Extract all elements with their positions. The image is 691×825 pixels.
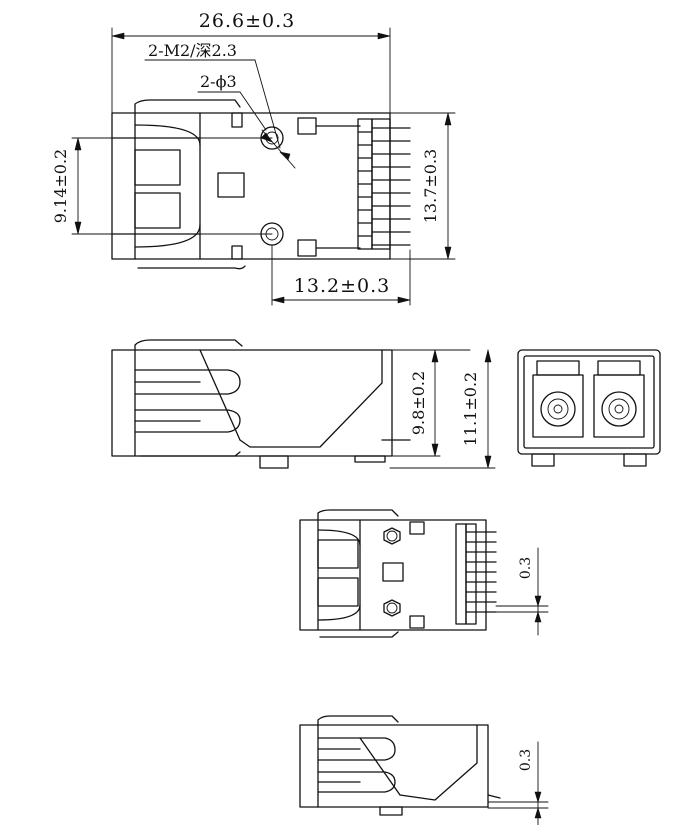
front-view-body	[517, 349, 661, 455]
dim-hole-to-end: 13.2±0.3	[294, 275, 390, 297]
variant-side-body	[299, 724, 489, 808]
dim-hole-spacing: 9.14±0.2	[51, 149, 70, 223]
top-view-variant: 0.3	[299, 509, 549, 638]
front-view-port-left	[540, 391, 576, 427]
front-view-port-right	[601, 391, 637, 427]
dim-body-height: 9.8±0.2	[409, 371, 428, 435]
note-thread: 2-M2/深2.3	[148, 41, 237, 60]
dim-overall-length: 26.6±0.3	[199, 10, 295, 32]
note-hole: 2-ϕ3	[200, 72, 237, 91]
dim-variant-top-offset: 0.3	[518, 557, 534, 579]
side-view-variant: 0.3	[299, 715, 549, 825]
front-view	[517, 349, 661, 467]
dim-total-height: 11.1±0.2	[461, 372, 480, 446]
dim-variant-side-offset: 0.3	[518, 749, 534, 771]
dim-width: 13.7±0.3	[421, 149, 440, 223]
side-view: 9.8±0.2 11.1±0.2	[111, 339, 496, 469]
variant-top-pins	[465, 531, 497, 613]
top-view: 26.6±0.3 2-M2/深2.3 2-ϕ3 9.14±0.2 13.7±0.…	[51, 10, 456, 306]
side-view-body	[111, 349, 393, 457]
top-view-body	[111, 112, 391, 260]
top-view-center-pad	[217, 172, 245, 198]
variant-top-body	[299, 519, 487, 631]
top-view-pins	[371, 127, 411, 246]
